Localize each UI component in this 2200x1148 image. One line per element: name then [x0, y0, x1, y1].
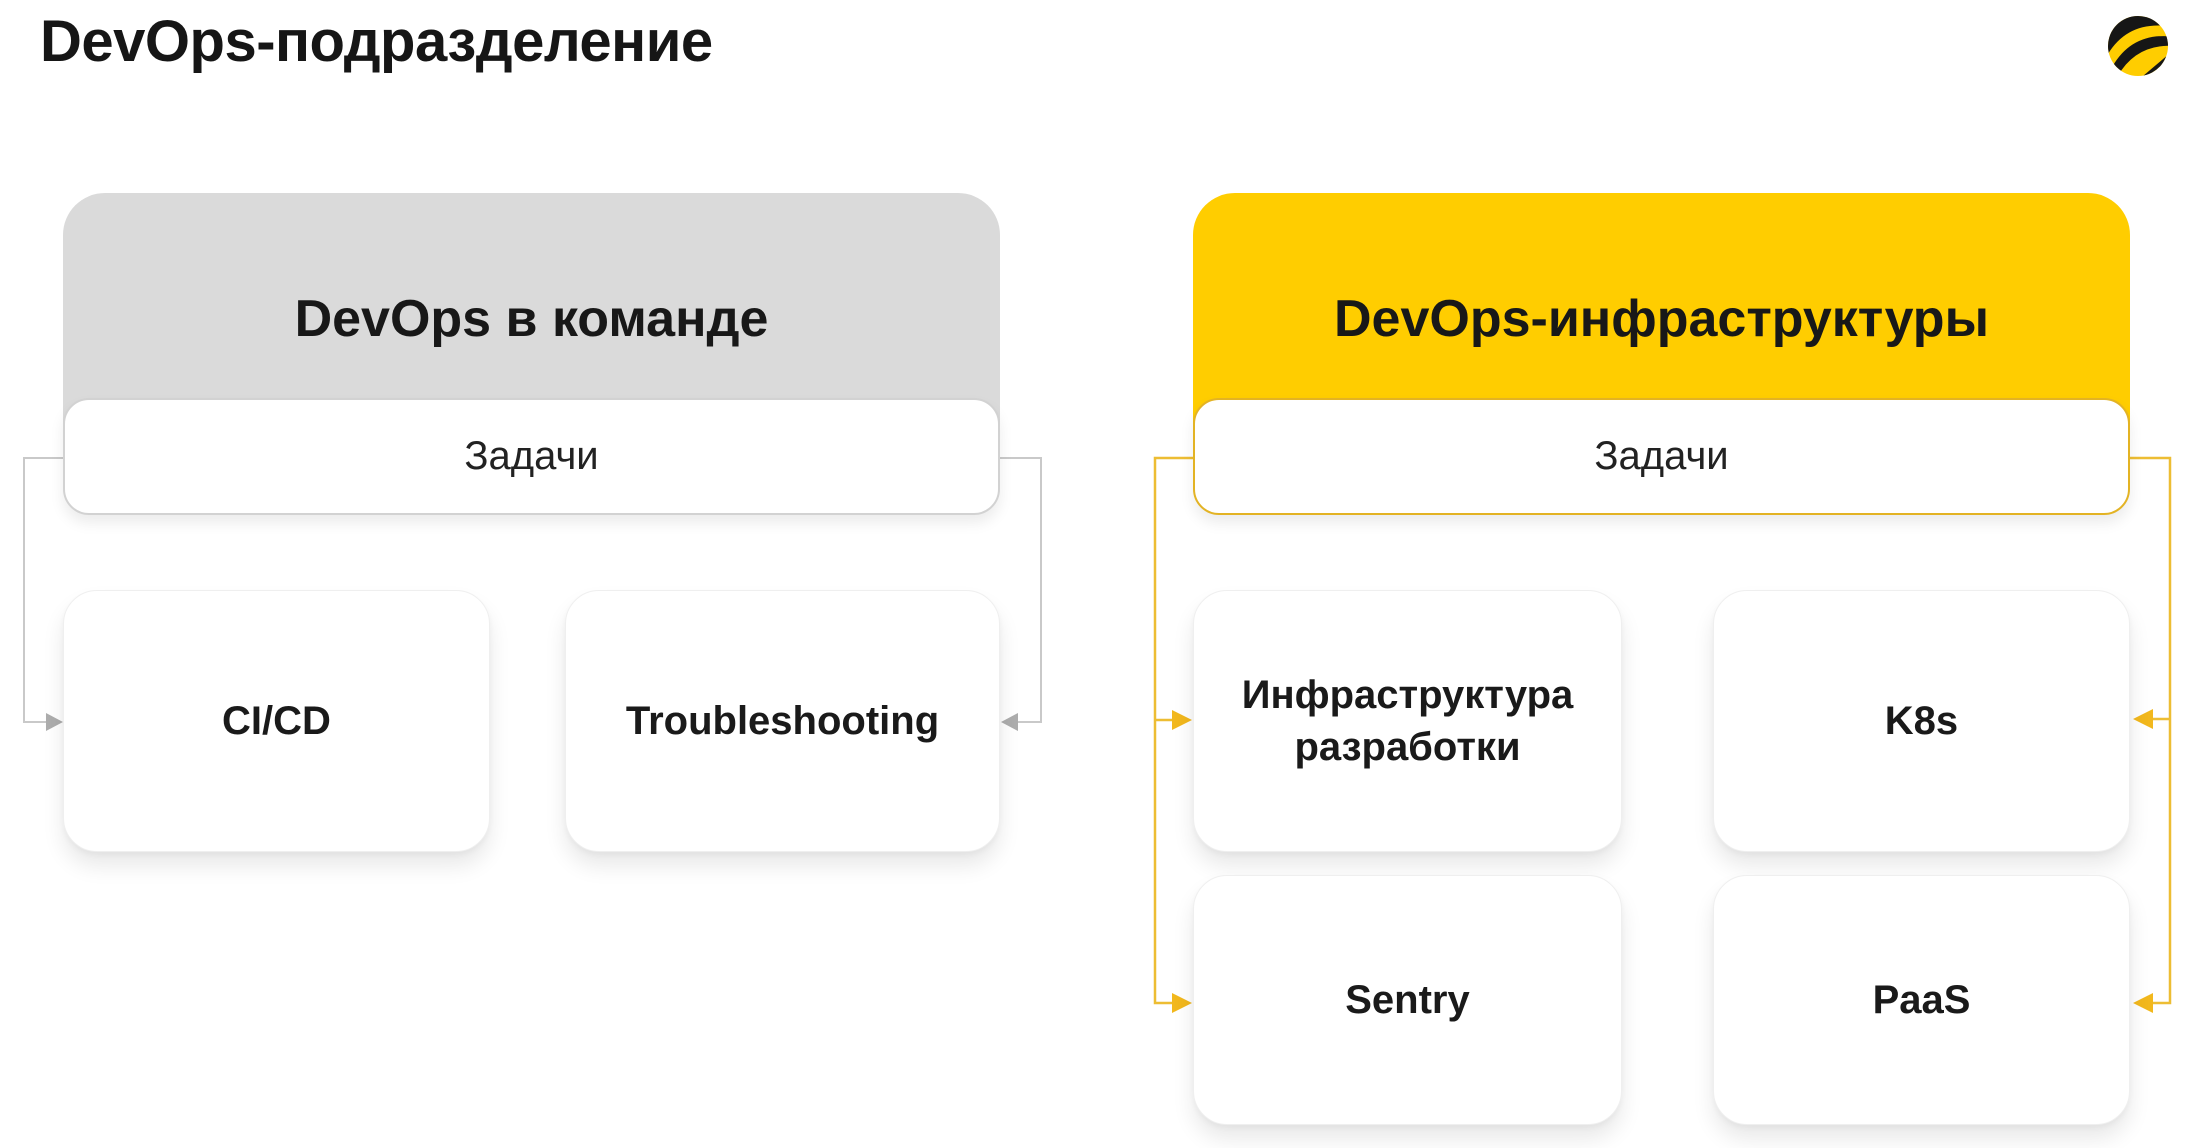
arrowhead-k8s: [2133, 709, 2153, 729]
task-box-k8s: K8s: [1713, 590, 2130, 852]
team-tasks-bar: Задачи: [63, 398, 1000, 515]
connector-tasks-to-cicd: [23, 457, 63, 723]
team-header-label: DevOps в команде: [294, 290, 769, 348]
page-title: DevOps-подразделение: [40, 9, 713, 74]
infra-header-label: DevOps-инфраструктуры: [1334, 290, 1989, 348]
section-devops-infra: DevOps-инфраструктуры Задачи Инфраструкт…: [1193, 193, 2130, 1148]
task-box-cicd: CI/CD: [63, 590, 490, 852]
arrowhead-troubleshooting: [1001, 713, 1018, 731]
infra-tasks-bar: Задачи: [1193, 398, 2130, 515]
section-devops-team: DevOps в команде Задачи CI/CD Troublesho…: [63, 193, 1000, 1148]
connector-tasks-to-sentry: [1153, 456, 1195, 1005]
task-box-troubleshooting: Troubleshooting: [565, 590, 1000, 852]
task-box-dev-infrastructure: Инфраструктура разработки: [1193, 590, 1622, 852]
arrowhead-sentry: [1172, 993, 1192, 1013]
connector-tasks-to-troubleshooting: [1000, 457, 1042, 723]
arrowhead-paas: [2133, 993, 2153, 1013]
task-box-paas: PaaS: [1713, 875, 2130, 1125]
arrowhead-cicd: [46, 713, 63, 731]
beeline-logo-icon: [2106, 14, 2170, 78]
connector-tasks-to-paas: [2130, 456, 2172, 1005]
task-box-sentry: Sentry: [1193, 875, 1622, 1125]
arrowhead-devinfra: [1172, 710, 1192, 730]
